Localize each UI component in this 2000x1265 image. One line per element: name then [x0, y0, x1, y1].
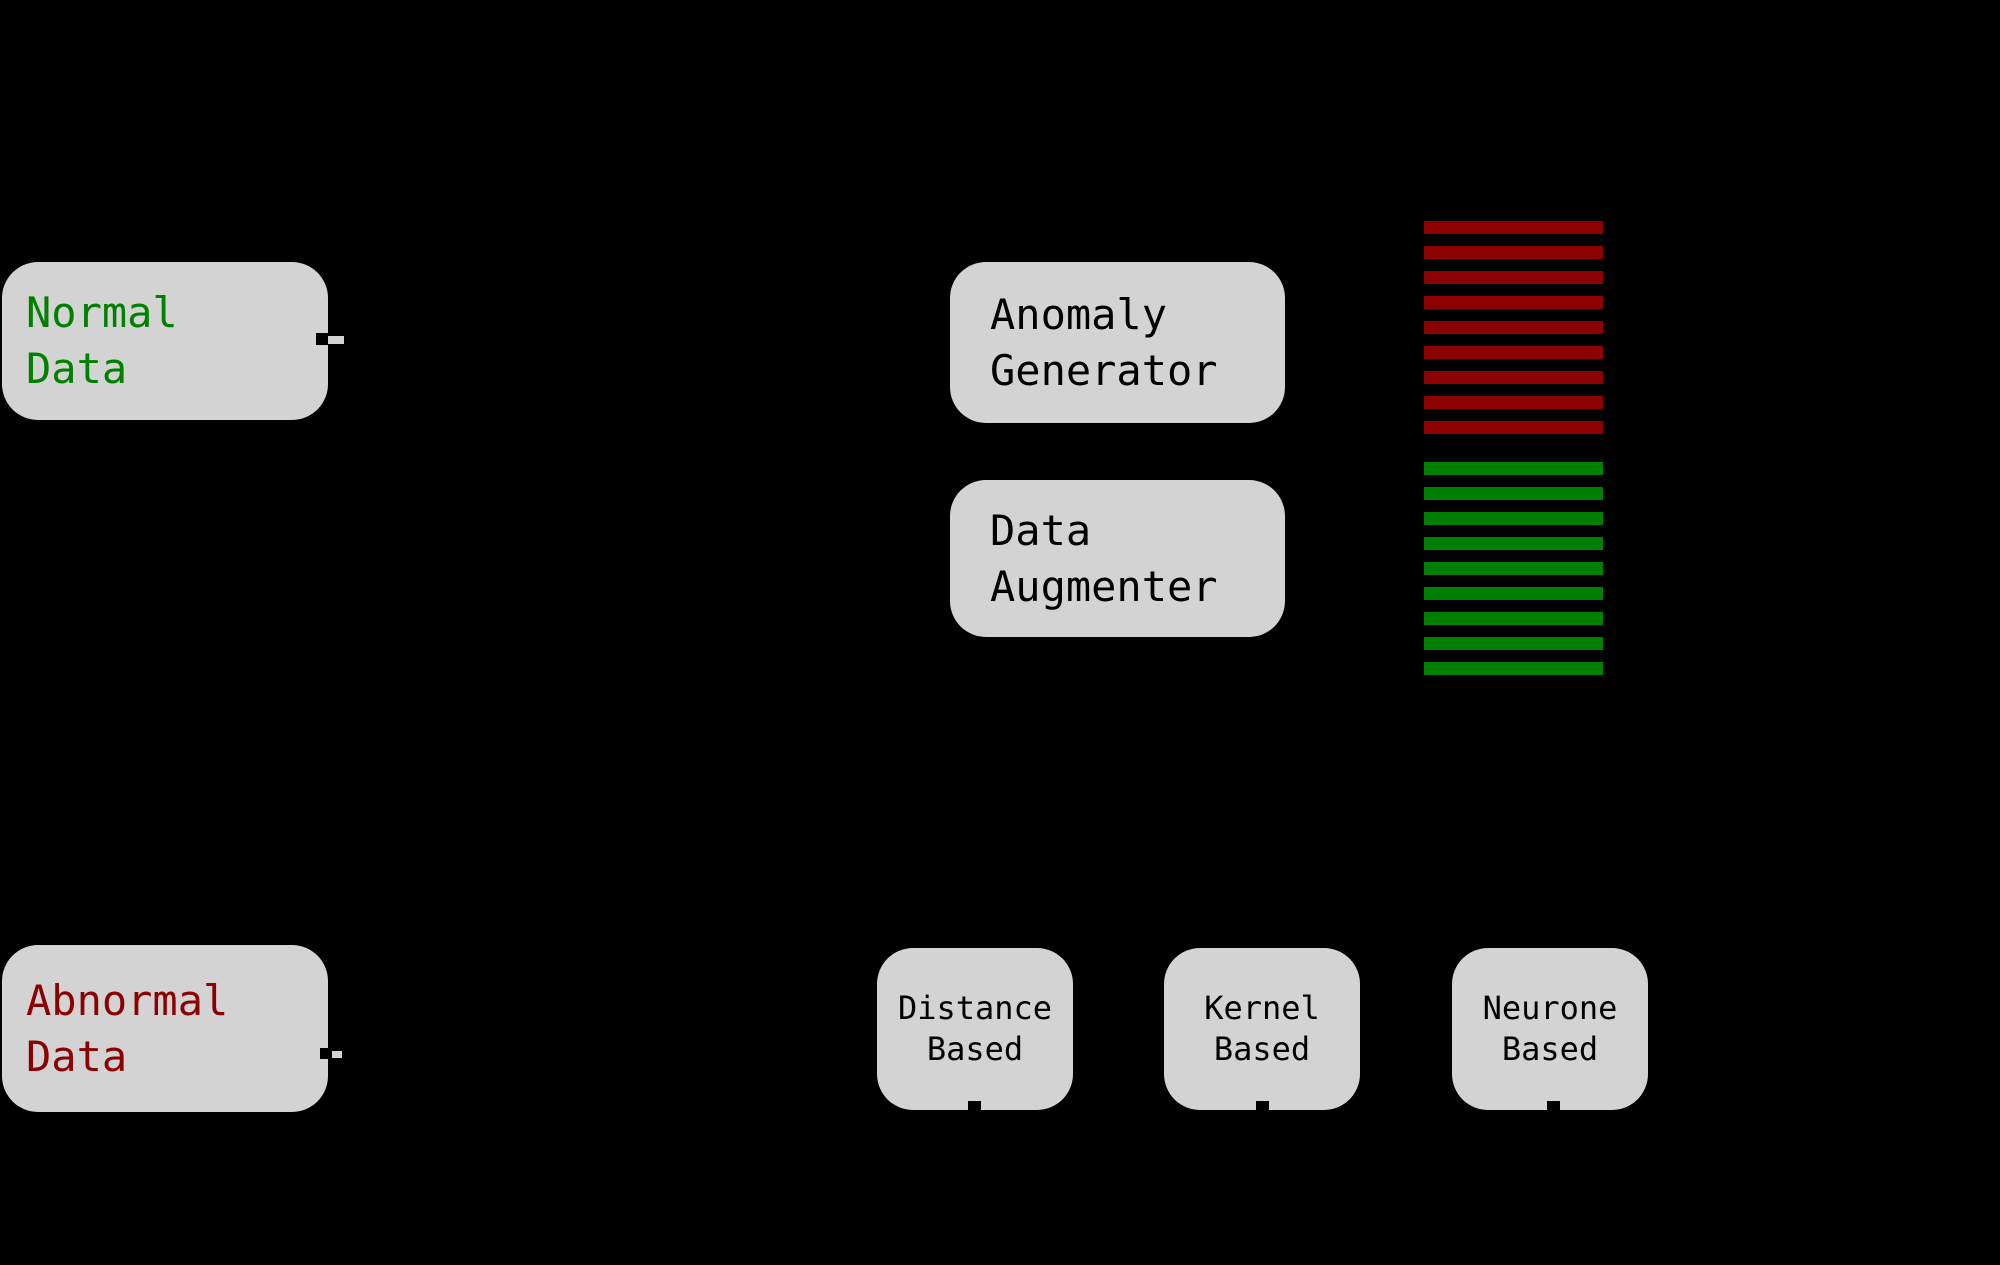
- data-row-stripe: [1424, 246, 1603, 259]
- normal-data-label-line2: Data: [26, 344, 128, 393]
- abnormal-data-node: Abnormal Data: [2, 945, 328, 1112]
- data-row-stripe: [1424, 221, 1603, 234]
- neurone-based-edge-notch: [1547, 1101, 1560, 1116]
- data-row-stripe: [1424, 512, 1603, 525]
- data-row-stripe: [1424, 321, 1603, 334]
- normal-data-edge-notch: [316, 333, 328, 345]
- normal-data-node: Normal Data: [2, 262, 328, 420]
- neurone-based-node: Neurone Based: [1452, 948, 1648, 1110]
- anomaly-generator-label-line1: Anomaly: [990, 289, 1168, 339]
- distance-based-label-line1: Distance: [897, 989, 1053, 1027]
- kernel-based-node: Kernel Based: [1164, 948, 1360, 1110]
- distance-based-node: Distance Based: [877, 948, 1073, 1110]
- distance-based-edge-notch: [968, 1101, 981, 1116]
- distance-based-label-line2: Based: [926, 1030, 1024, 1068]
- data-row-stripe: [1424, 662, 1603, 675]
- data-row-stripe: [1424, 612, 1603, 625]
- neurone-based-label-line2: Based: [1501, 1030, 1599, 1068]
- abnormal-data-edge-notch: [320, 1048, 332, 1059]
- data-row-stripe: [1424, 562, 1603, 575]
- kernel-based-label-line1: Kernel: [1204, 989, 1320, 1027]
- normal-data-label-line1: Normal: [26, 288, 178, 337]
- normal-data-stripe-stack: [1424, 462, 1603, 675]
- data-row-stripe: [1424, 346, 1603, 359]
- data-row-stripe: [1424, 537, 1603, 550]
- anomaly-generator-node: Anomaly Generator: [950, 262, 1285, 423]
- anomaly-generator-label-line2: Generator: [990, 345, 1218, 395]
- data-row-stripe: [1424, 587, 1603, 600]
- data-augmenter-label-line1: Data: [990, 505, 1092, 555]
- data-augmenter-label-line2: Augmenter: [990, 561, 1218, 611]
- abnormal-data-label-line2: Data: [26, 1031, 128, 1081]
- neurone-based-label-line1: Neurone: [1482, 989, 1618, 1027]
- data-row-stripe: [1424, 487, 1603, 500]
- data-augmenter-node: Data Augmenter: [950, 480, 1285, 637]
- data-row-stripe: [1424, 271, 1603, 284]
- data-row-stripe: [1424, 637, 1603, 650]
- data-row-stripe: [1424, 371, 1603, 384]
- abnormal-data-edge-stub: [332, 1051, 342, 1058]
- anomalous-data-stripe-stack: [1424, 221, 1603, 434]
- kernel-based-edge-notch: [1256, 1101, 1269, 1116]
- data-row-stripe: [1424, 396, 1603, 409]
- normal-data-edge-stub: [328, 336, 344, 344]
- data-row-stripe: [1424, 421, 1603, 434]
- data-row-stripe: [1424, 462, 1603, 475]
- abnormal-data-label-line1: Abnormal: [26, 975, 229, 1025]
- data-row-stripe: [1424, 296, 1603, 309]
- kernel-based-label-line2: Based: [1213, 1030, 1311, 1068]
